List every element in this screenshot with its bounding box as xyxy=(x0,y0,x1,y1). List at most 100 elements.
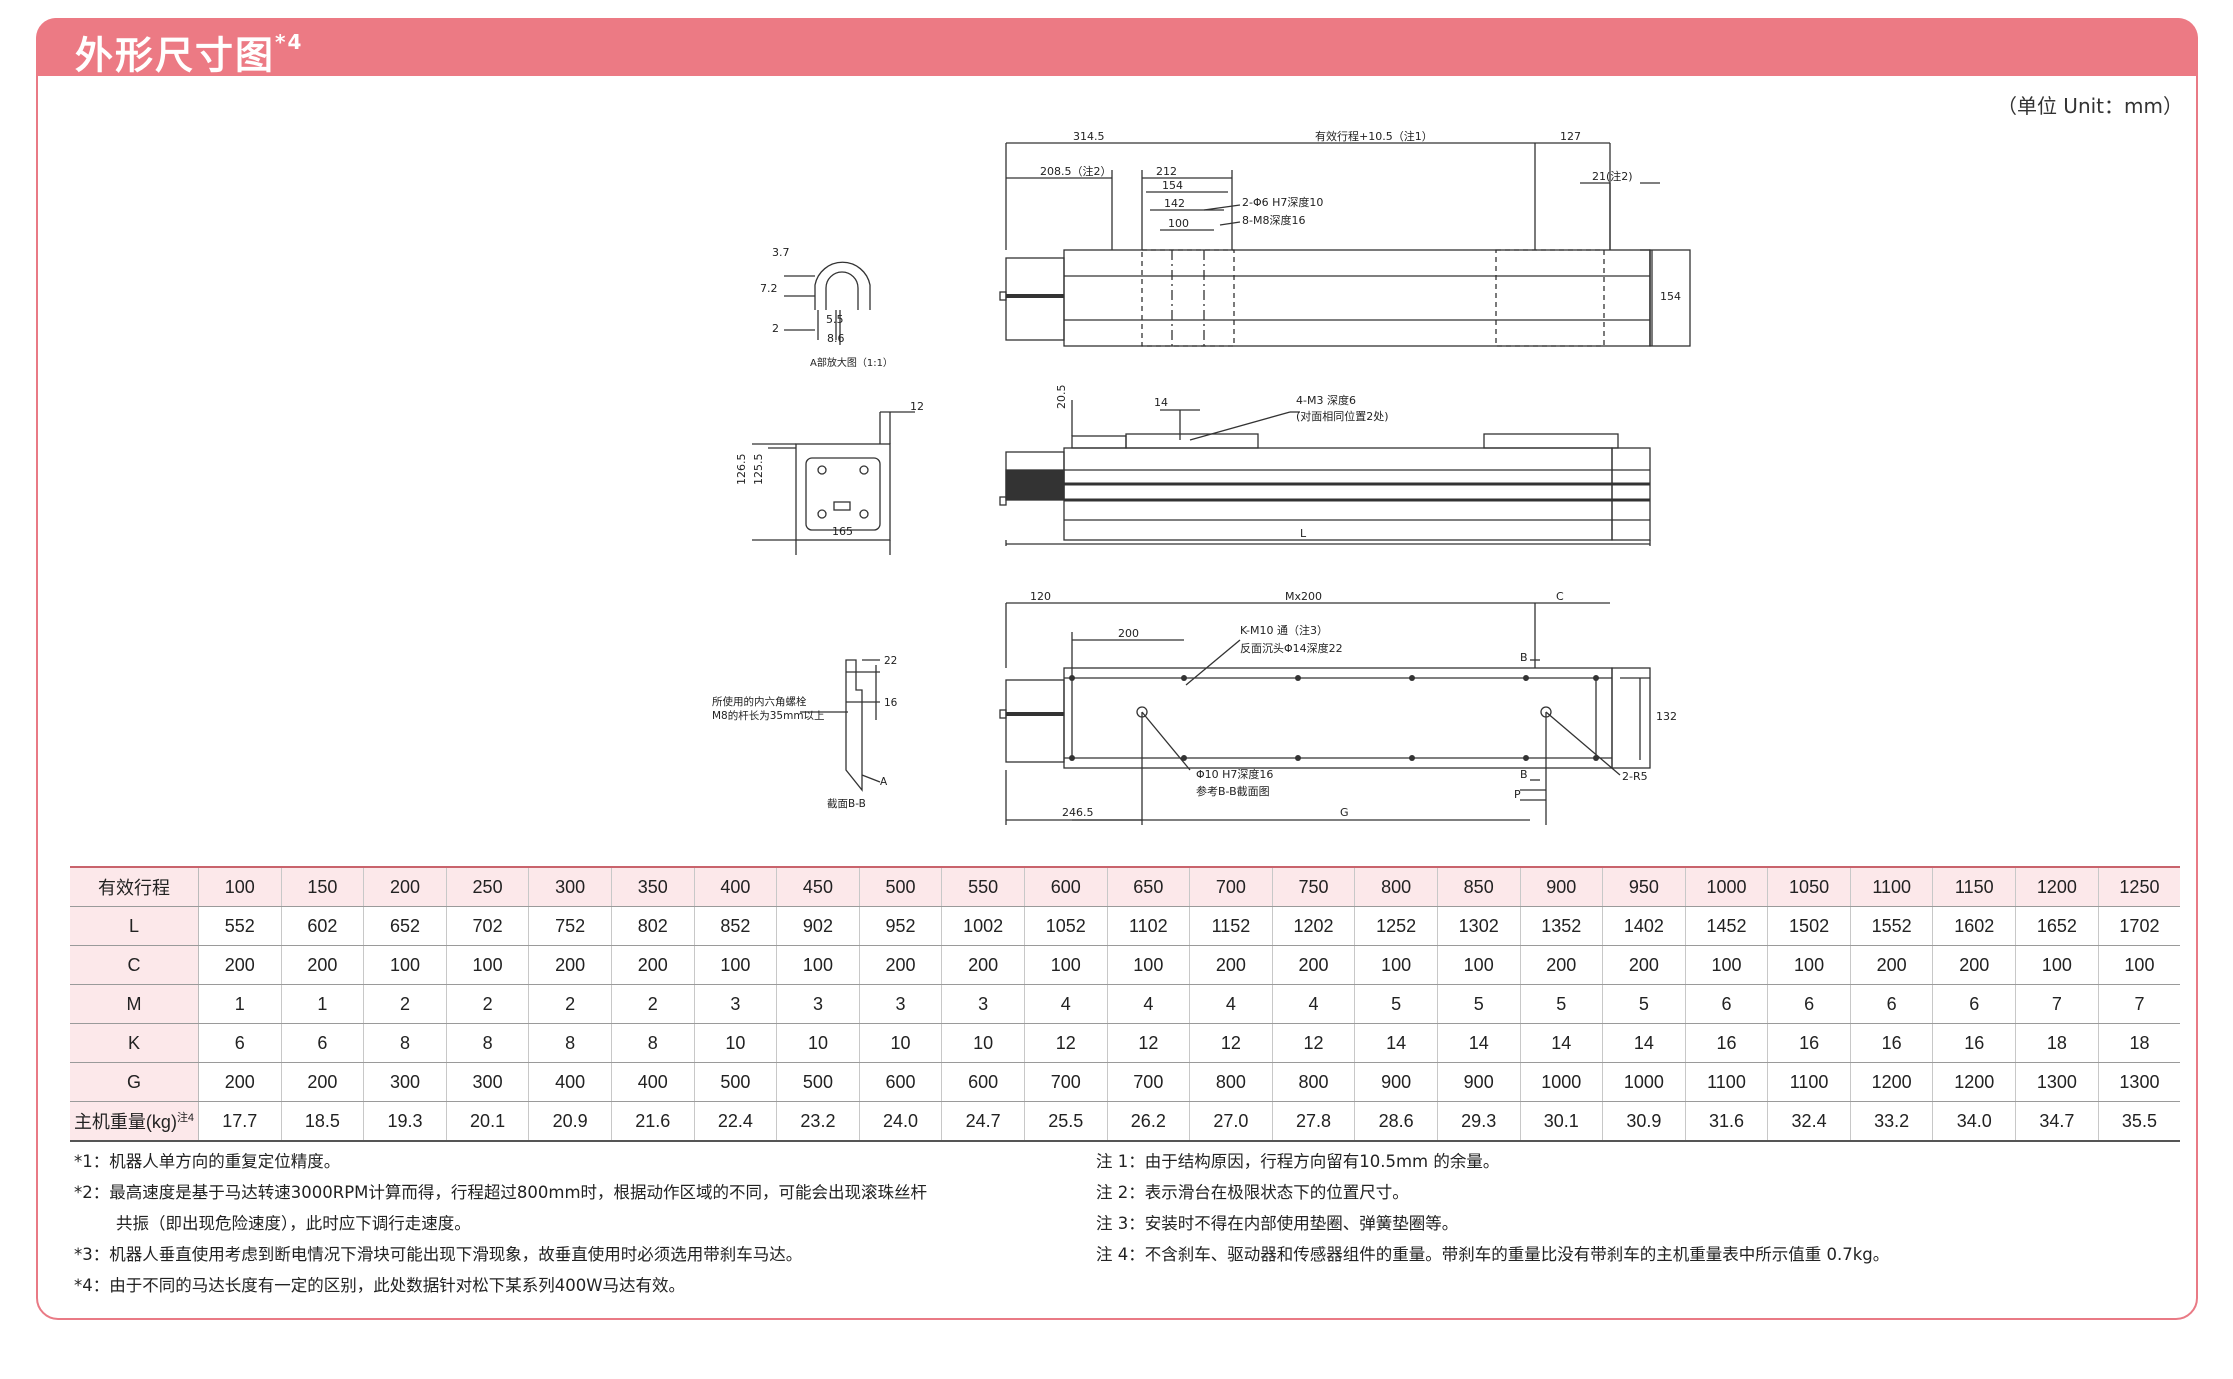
unit-label: （单位 Unit：mm） xyxy=(1996,94,2183,118)
spec-cell: 24.7 xyxy=(941,1101,1025,1142)
dim-21: 21(注2) xyxy=(1592,169,1633,183)
spec-cell: 802 xyxy=(610,906,695,946)
spec-cell: 200 xyxy=(858,945,942,985)
spec-cell: 900 xyxy=(1354,1062,1438,1102)
spec-cell: 200 xyxy=(363,866,447,907)
spec-cell: 1100 xyxy=(1767,1062,1851,1102)
spec-cell: 900 xyxy=(1436,1062,1520,1102)
spec-cell: 200 xyxy=(198,1062,282,1102)
spec-cell: 6 xyxy=(1767,984,1851,1024)
spec-cell: 24.0 xyxy=(858,1101,942,1142)
spec-cell: 750 xyxy=(1271,866,1355,907)
spec-cell: 23.2 xyxy=(776,1101,860,1142)
spec-cell: 300 xyxy=(363,1062,447,1102)
spec-cell: 31.6 xyxy=(1684,1101,1768,1142)
spec-cell: 34.7 xyxy=(2015,1101,2099,1142)
dim-212: 212 xyxy=(1156,165,1177,178)
spec-cell: 16 xyxy=(1767,1023,1851,1063)
spec-cell: 12 xyxy=(1271,1023,1355,1063)
dim-mx200: Mx200 xyxy=(1285,590,1322,603)
spec-cell: 14 xyxy=(1602,1023,1686,1063)
spec-cell: 18.5 xyxy=(280,1101,364,1142)
spec-cell: 4 xyxy=(1189,984,1273,1024)
spec-cell: 8 xyxy=(363,1023,447,1063)
dim-125-5: 125.5 xyxy=(752,454,765,486)
detail-mark-a: A xyxy=(880,776,888,788)
spec-cell: 1352 xyxy=(1519,906,1603,946)
spec-cell: 21.6 xyxy=(610,1101,695,1142)
spec-cell: 1652 xyxy=(2015,906,2099,946)
spec-cell: 6 xyxy=(198,1023,282,1063)
spec-cell: 450 xyxy=(776,866,860,907)
spec-cell: 1502 xyxy=(1767,906,1851,946)
spec-cell: 1002 xyxy=(941,906,1025,946)
spec-cell: 400 xyxy=(528,1062,612,1102)
side-view-labels: 20.5 14 4-M3 深度6 (对面相同位置2处) L xyxy=(1055,385,1389,541)
spec-cell: 100 xyxy=(1767,945,1851,985)
section-title: 外形尺寸图*4 xyxy=(75,30,304,78)
dim-200: 200 xyxy=(1118,627,1139,640)
spec-cell: 650 xyxy=(1106,866,1190,907)
spec-cell: 500 xyxy=(858,866,942,907)
spec-row-header: 主机重量(kg)注4 xyxy=(70,1101,199,1142)
note-km10: K-M10 通（注3） xyxy=(1240,623,1328,637)
spec-cell: 100 xyxy=(198,866,282,907)
spec-cell: 1000 xyxy=(1519,1062,1603,1102)
note-line: 注 4：不含刹车、驱动器和传感器组件的重量。带刹车的重量比没有带刹车的主机重量表… xyxy=(1096,1245,1890,1264)
spec-cell: 8 xyxy=(445,1023,529,1063)
spec-cell: 200 xyxy=(610,945,695,985)
spec-cell: 34.0 xyxy=(1932,1101,2016,1142)
spec-cell: 600 xyxy=(941,1062,1025,1102)
spec-cell: 7 xyxy=(2015,984,2099,1024)
spec-row-header: G xyxy=(70,1062,199,1102)
spec-row-label: C xyxy=(127,954,141,975)
spec-cell: 1300 xyxy=(2015,1062,2099,1102)
spec-cell: 26.2 xyxy=(1106,1101,1190,1142)
spec-cell: 200 xyxy=(280,945,364,985)
spec-cell: 3 xyxy=(941,984,1025,1024)
spec-cell: 850 xyxy=(1436,866,1520,907)
dim-8-6: 8.6 xyxy=(827,332,845,345)
spec-cell: 800 xyxy=(1271,1062,1355,1102)
spec-cell: 200 xyxy=(1271,945,1355,985)
spec-cell: 3 xyxy=(776,984,860,1024)
spec-cell: 32.4 xyxy=(1767,1101,1851,1142)
spec-cell: 350 xyxy=(610,866,695,907)
dim-127: 127 xyxy=(1560,130,1581,143)
spec-cell: 100 xyxy=(363,945,447,985)
spec-cell: 700 xyxy=(1023,1062,1108,1102)
spec-cell: 300 xyxy=(528,866,612,907)
dim-5-5: 5.5 xyxy=(826,313,844,326)
spec-cell: 4 xyxy=(1106,984,1190,1024)
dim-246-5: 246.5 xyxy=(1062,806,1094,819)
spec-cell: 400 xyxy=(610,1062,695,1102)
spec-cell: 1602 xyxy=(1932,906,2016,946)
note-line: *4：由于不同的马达长度有一定的区别，此处数据针对松下某系列400W马达有效。 xyxy=(74,1276,686,1295)
dim-P: P xyxy=(1514,788,1521,801)
spec-cell: 6 xyxy=(280,1023,364,1063)
spec-cell: 1200 xyxy=(1932,1062,2016,1102)
spec-cell: 300 xyxy=(445,1062,529,1102)
spec-cell: 200 xyxy=(1602,945,1686,985)
note-line: *2：最高速度是基于马达转速3000RPM计算而得，行程超过800mm时，根据动… xyxy=(74,1183,928,1202)
spec-cell: 902 xyxy=(776,906,860,946)
spec-cell: 5 xyxy=(1602,984,1686,1024)
dim-314-5: 314.5 xyxy=(1073,130,1105,143)
top-view-drawing xyxy=(999,142,1691,347)
spec-cell: 1 xyxy=(198,984,282,1024)
spec-cell: 18 xyxy=(2015,1023,2099,1063)
spec-cell: 14 xyxy=(1354,1023,1438,1063)
dim-16: 16 xyxy=(884,697,898,709)
spec-cell: 14 xyxy=(1436,1023,1520,1063)
spec-cell: 652 xyxy=(363,906,447,946)
spec-cell: 18 xyxy=(2097,1023,2181,1063)
dim-7-2: 7.2 xyxy=(760,282,778,295)
note-line: 注 3：安装时不得在内部使用垫圈、弹簧垫圈等。 xyxy=(1096,1214,1459,1233)
spec-cell: 16 xyxy=(1932,1023,2016,1063)
bottom-view-drawing xyxy=(999,602,1651,825)
spec-cell: 700 xyxy=(1189,866,1273,907)
dim-154a: 154 xyxy=(1162,179,1183,192)
